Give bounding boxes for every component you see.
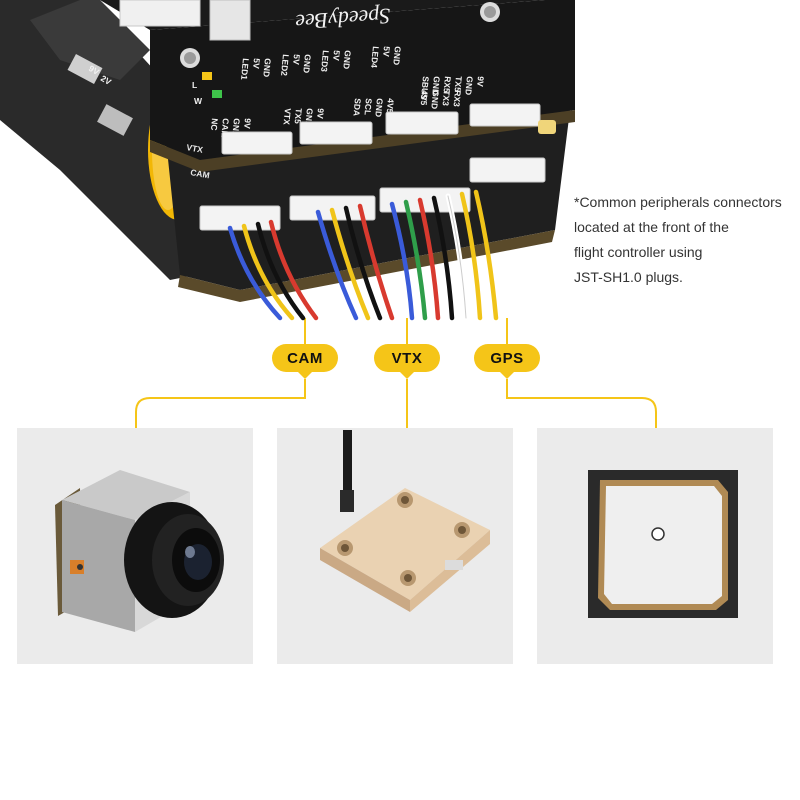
top-board (150, 0, 575, 160)
bottom-pad-label-0-2: CAM (219, 118, 231, 138)
gps-tag: GPS (474, 344, 540, 379)
bottom-pad-label-1-2: TX5 (293, 108, 304, 125)
connector-note: *Common peripherals connectors located a… (574, 190, 794, 290)
bottom-pad-label-3-0: RX3 (452, 90, 463, 108)
bottom-pad-label-0-3: NC (209, 118, 220, 131)
top-pad-label-2-1: 5V (331, 50, 342, 62)
led-label-l: L (192, 80, 197, 90)
bottom-pad-label-2-0: 4V5 (385, 98, 396, 114)
side-label-cam: CAM (190, 167, 211, 180)
camera-module (55, 470, 224, 632)
vtx-antenna (343, 430, 352, 500)
top-pad-label-4-2: TX5 (453, 76, 464, 93)
cam-connector (199, 205, 281, 231)
top-pad-label-1-1: 5V (291, 54, 302, 66)
cam-line-bottom (135, 379, 306, 428)
bottom-pad-label-0-0: 9V (242, 118, 253, 130)
note-line-1: *Common peripherals connectors (574, 194, 782, 210)
gps-module (588, 470, 738, 618)
top-pad-label-4-4: GND (430, 76, 442, 96)
side-label-1: 2V (99, 73, 113, 87)
vtx-tag: VTX (374, 344, 440, 379)
top-pad-label-2-2: LED3 (319, 50, 331, 73)
top-pad-label-0-0: GND (261, 58, 273, 78)
top-pad-label-2-0: GND (341, 50, 353, 70)
top-pad-label-1-0: GND (301, 54, 313, 74)
bottom-pad-label-1-1: GND (303, 108, 315, 128)
top-pad-label-3-1: 5V (381, 46, 392, 58)
side-label-0: 9V (87, 63, 101, 77)
note-line-3: flight controller using (574, 244, 703, 260)
top-pad-label-4-3: RX5 (442, 76, 453, 94)
bottom-pad-label-3-1: TX3 (441, 90, 452, 107)
bottom-pad-label-2-2: SCL (363, 98, 374, 116)
flight-controller-stack: 9V 2V (0, 0, 575, 302)
wire-bundle (227, 189, 499, 321)
note-line-2: located at the front of the (574, 219, 729, 235)
bottom-pad-label-3-3: 4V5 (419, 90, 430, 106)
bottom-pad-label-3-2: GND (429, 90, 441, 110)
top-pad-label-1-2: LED2 (279, 54, 291, 77)
top-pad-label-4-5: SBUS (419, 76, 431, 101)
bottom-pad-label-2-3: SDA (351, 98, 363, 117)
connector-lines (135, 318, 657, 428)
bottom-pad-label-1-3: VTX (282, 108, 293, 126)
top-pad-label-3-2: LED4 (369, 46, 381, 69)
note-line-4: JST-SH1.0 plugs. (574, 269, 683, 285)
top-pad-label-4-1: GND (463, 76, 475, 96)
top-pad-label-3-0: GND (391, 46, 403, 66)
bottom-pad-label-1-0: 9V (315, 108, 326, 120)
side-label-vtx: VTX (186, 142, 204, 155)
bottom-pad-label-0-1: GND (230, 118, 242, 138)
top-pad-label-4-0: 9V (475, 76, 486, 88)
top-pad-label-0-2: LED1 (239, 58, 251, 81)
vtx-module (320, 430, 490, 612)
cam-tag: CAM (272, 344, 338, 379)
led-label-w: W (194, 96, 203, 106)
bottom-pad-label-2-1: GND (373, 98, 385, 118)
top-pad-label-0-1: 5V (251, 58, 262, 70)
gps-line-bottom (506, 379, 657, 428)
